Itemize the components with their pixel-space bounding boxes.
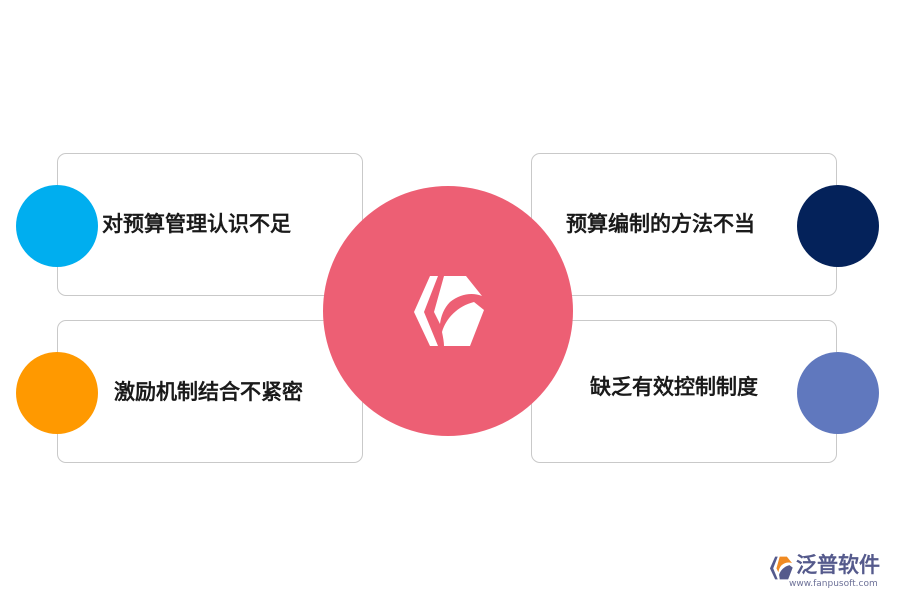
item-box-bottom-right: [531, 320, 837, 463]
item-box-top-left: [57, 153, 363, 296]
bullet-dot-top-left: [16, 185, 98, 267]
bullet-dot-bottom-left: [16, 352, 98, 434]
brand-url: www.fanpusoft.com: [789, 579, 878, 589]
item-label-top-left: 对预算管理认识不足: [102, 212, 291, 236]
fanpu-logo-icon: [769, 556, 793, 580]
center-hub-circle: [323, 186, 573, 436]
item-label-top-right: 预算编制的方法不当: [566, 212, 755, 236]
brand-watermark: 泛普软件 www.fanpusoft.com: [768, 553, 892, 595]
item-box-bottom-left: [57, 320, 363, 463]
bullet-dot-top-right: [797, 185, 879, 267]
brand-name: 泛普软件: [796, 553, 880, 577]
fanpu-logo-icon: [414, 276, 484, 346]
bullet-dot-bottom-right: [797, 352, 879, 434]
item-label-bottom-left: 激励机制结合不紧密: [114, 380, 303, 404]
item-box-top-right: [531, 153, 837, 296]
item-label-bottom-right: 缺乏有效控制制度: [590, 375, 758, 399]
